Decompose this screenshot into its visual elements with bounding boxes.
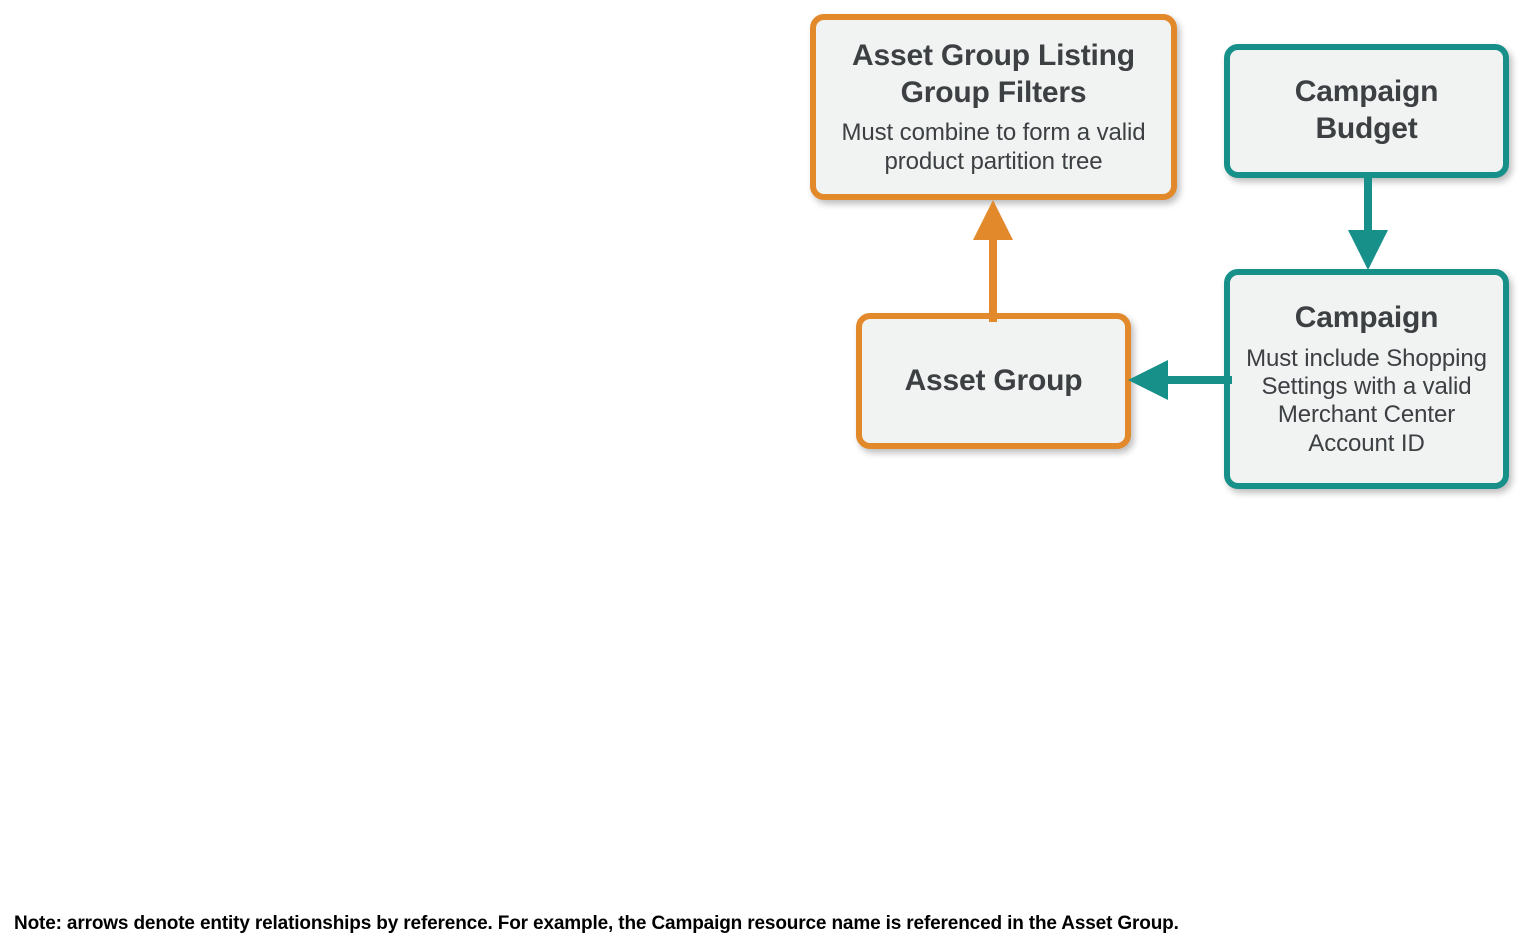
node-subtitle: Must include Shopping Settings with a va…: [1246, 344, 1487, 457]
node-title: Asset Group Listing Group Filters: [852, 39, 1135, 109]
node-title: Campaign Budget: [1294, 75, 1439, 145]
arrow-asset-group-to-listing-group-filters: [973, 200, 1013, 322]
arrow-campaign-to-asset-group: [1128, 360, 1232, 400]
node-title: Asset Group: [904, 363, 1083, 397]
node-asset-group-listing-group-filters[interactable]: Asset Group Listing Group Filters Must c…: [810, 14, 1177, 200]
arrow-campaign-budget-to-campaign: [1348, 174, 1388, 270]
node-subtitle: Must combine to form a valid product par…: [841, 119, 1146, 175]
node-campaign[interactable]: Campaign Must include Shopping Settings …: [1224, 269, 1509, 489]
node-asset-group[interactable]: Asset Group: [856, 313, 1131, 449]
node-campaign-budget[interactable]: Campaign Budget: [1224, 44, 1509, 178]
diagram-note: Note: arrows denote entity relationships…: [14, 913, 1179, 934]
node-title: Campaign: [1294, 301, 1439, 335]
